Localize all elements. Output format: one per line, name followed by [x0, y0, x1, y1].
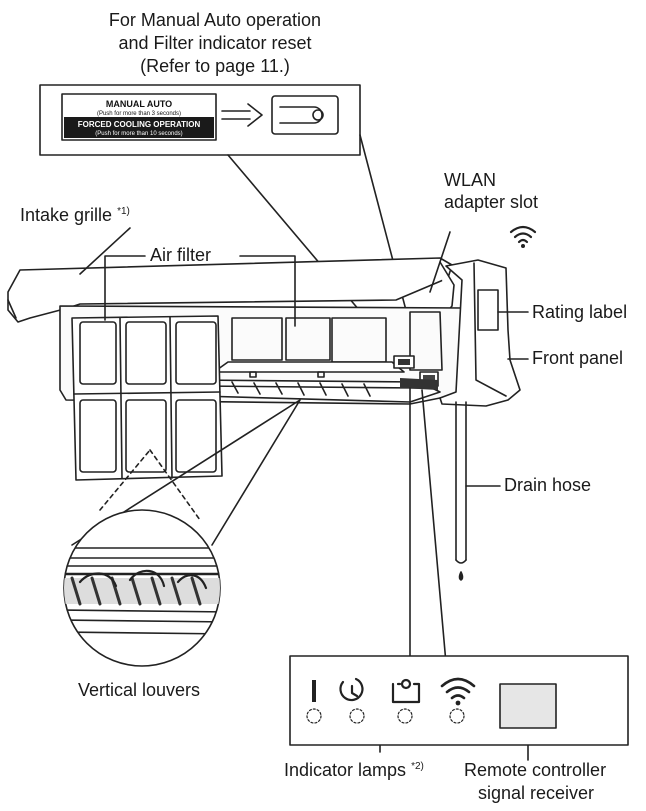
air-filter-left [71, 315, 223, 481]
power-indicator-icon [312, 680, 316, 702]
button-label-manual-auto-hint: (Push for more than 3 seconds) [97, 111, 181, 117]
button-callout-box [39, 84, 361, 156]
filter-icon [391, 678, 421, 704]
remote-receiver-label-line2: signal receiver [478, 783, 595, 803]
wlan-wifi-icon [509, 225, 537, 248]
wifi-icon [440, 677, 476, 706]
rating-label-label: Rating label [532, 302, 628, 322]
drain-hose-label: Drain hose [504, 475, 592, 495]
leader-intake-grille [79, 227, 131, 275]
indicator-lamps-label: Indicator lamps *2) [284, 760, 424, 780]
button-label-forced-cooling-hint: (Push for more than 10 seconds) [95, 131, 182, 137]
remote-receiver-label-line1: Remote controller [464, 760, 607, 780]
leader-wlan [429, 231, 451, 293]
air-filter-label: Air filter [150, 245, 212, 265]
wlan-label-line2: adapter slot [444, 192, 539, 212]
leader-indicator-panel [409, 387, 449, 687]
callout-line-3: (Refer to page 11.) [140, 56, 290, 76]
leader-air-filter [104, 255, 296, 327]
remote-receiver-window [499, 683, 557, 729]
louver-zoom-circle [63, 399, 301, 667]
indicator-panel [289, 655, 629, 746]
button-label-manual-auto: MANUAL AUTO [106, 99, 172, 109]
intake-grille [7, 257, 455, 323]
vertical-louvers-label: Vertical louvers [78, 680, 201, 700]
callout-line-2: and Filter indicator reset [118, 33, 312, 53]
wlan-label-line1: WLAN [444, 170, 497, 190]
callout-line-1: For Manual Auto operation [108, 10, 322, 30]
intake-grille-label: Intake grille *1) [20, 205, 130, 225]
button-label-forced-cooling: FORCED COOLING OPERATION [78, 120, 201, 129]
drain-hose [455, 401, 467, 581]
front-panel-label: Front panel [532, 348, 624, 368]
timer-icon [339, 677, 364, 702]
